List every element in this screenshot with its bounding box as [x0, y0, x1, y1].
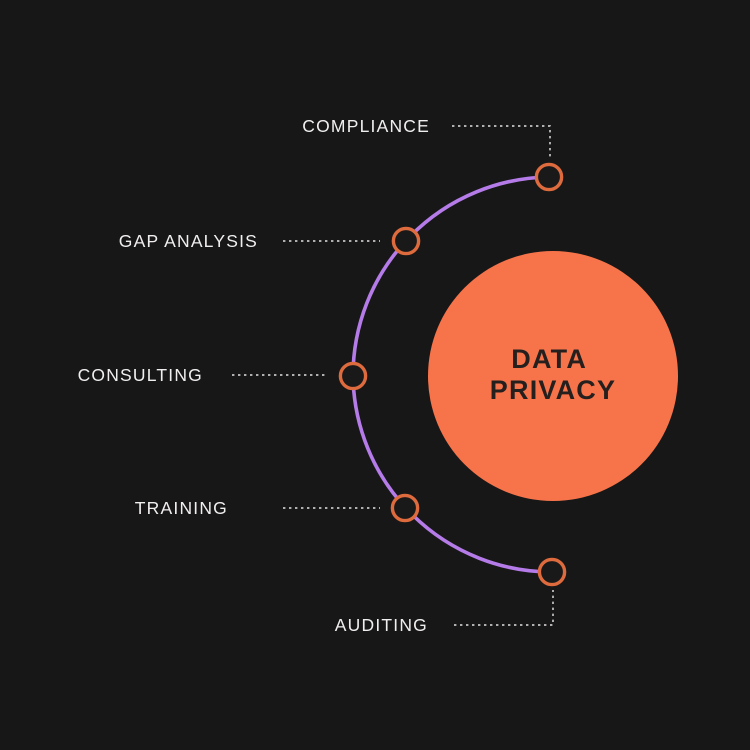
center-title: DATA PRIVACY — [490, 344, 616, 405]
center-title-line2: PRIVACY — [490, 375, 616, 405]
label-compliance: COMPLIANCE — [302, 116, 430, 136]
connector-compliance — [452, 125, 551, 160]
label-training: TRAINING — [135, 498, 228, 518]
item-training: TRAINING — [135, 493, 420, 523]
node-consulting — [338, 361, 368, 391]
node-gap-analysis — [391, 226, 421, 256]
item-consulting: CONSULTING — [78, 361, 368, 391]
node-compliance — [534, 162, 564, 192]
node-training — [390, 493, 420, 523]
item-auditing: AUDITING — [335, 557, 567, 635]
node-auditing — [537, 557, 567, 587]
center-circle — [428, 251, 678, 501]
label-consulting: CONSULTING — [78, 365, 203, 385]
item-gap-analysis: GAP ANALYSIS — [119, 226, 421, 256]
label-auditing: AUDITING — [335, 615, 428, 635]
item-compliance: COMPLIANCE — [302, 116, 564, 192]
label-gap-analysis: GAP ANALYSIS — [119, 231, 258, 251]
center-title-line1: DATA — [511, 344, 586, 374]
connector-auditing — [454, 590, 554, 626]
